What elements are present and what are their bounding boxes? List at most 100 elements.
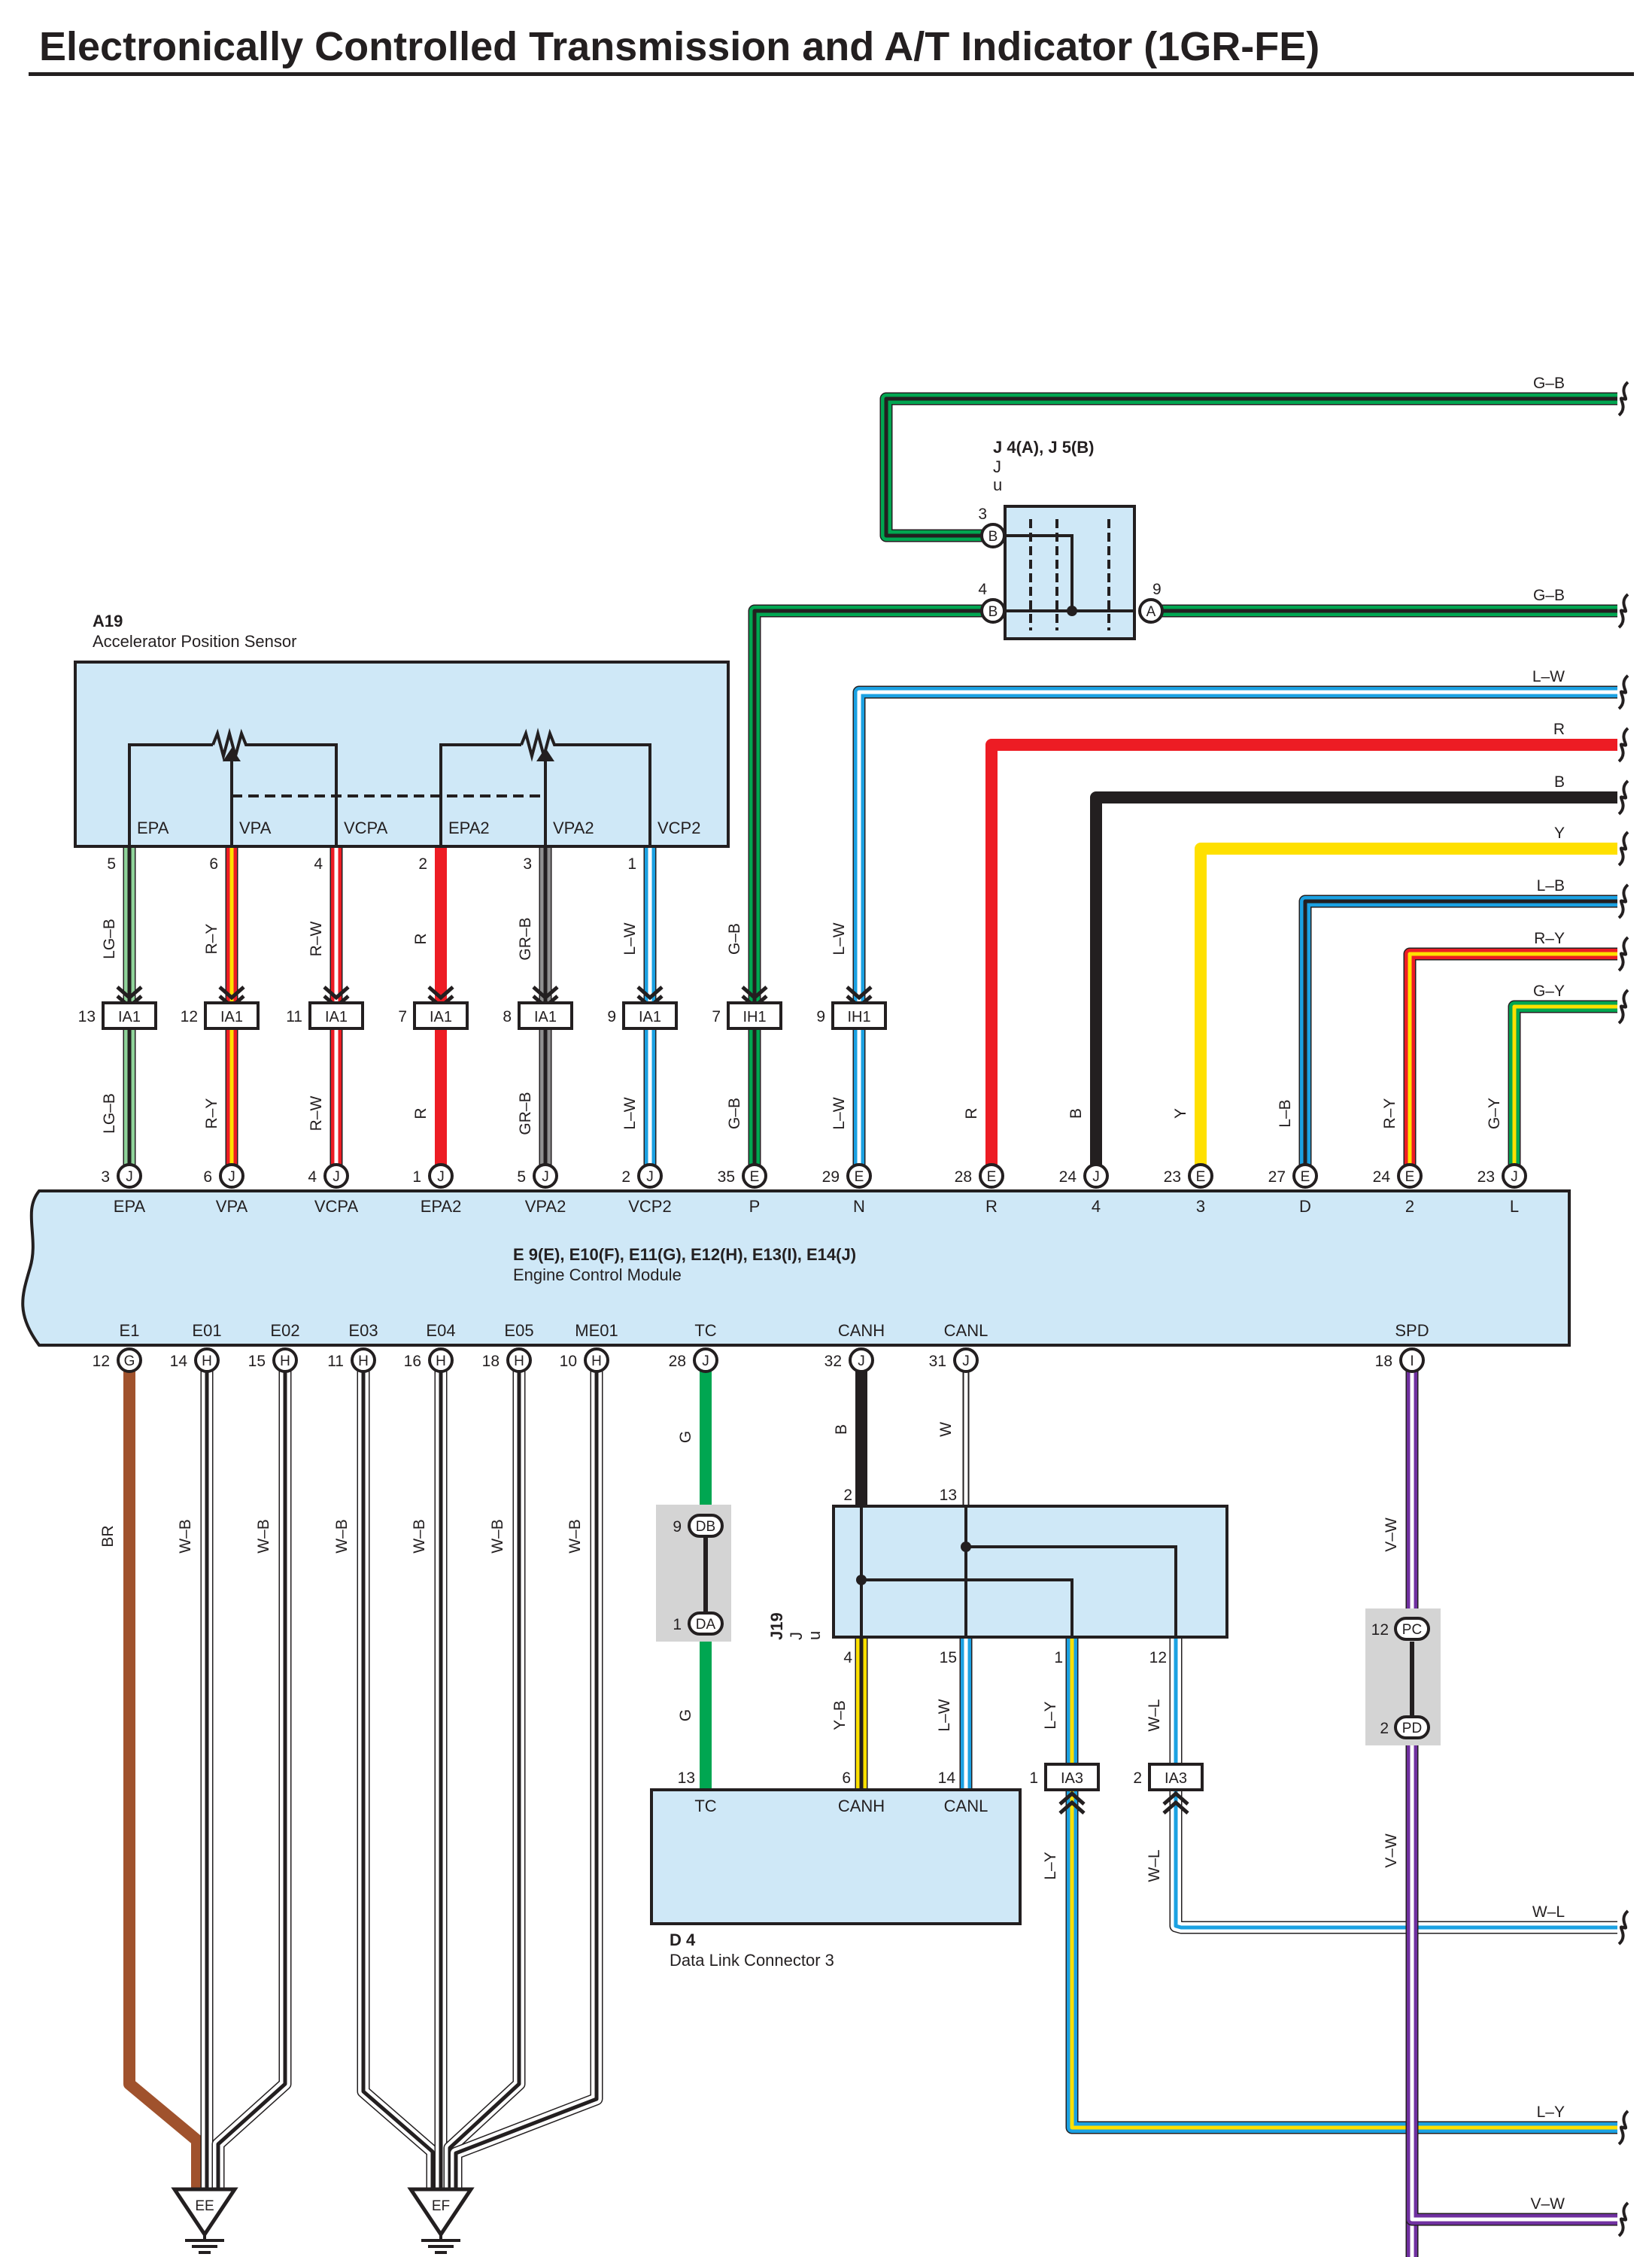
ecm-top-conn-7-letter: E [855,1169,864,1185]
j4j5-code: J 4(A), J 5(B) [993,438,1094,457]
ecm-top-conn-3-letter: J [437,1169,445,1185]
label-layer: EPA5VPA6VCPA4EPA22VPA23VCP21LG–BIA113R–Y… [78,375,1629,2254]
ecm-bottom-label-1: E01 [192,1321,221,1340]
wire-code-ground-0: BR [99,1525,117,1547]
j19-name-line2: u [805,1631,824,1640]
splice-da-letter: DA [696,1617,716,1633]
junction-ia1-2-label: IA1 [325,1009,348,1025]
ecm-top-label-3: EPA2 [421,1197,462,1216]
wire-code-tc-lower: G [677,1709,694,1721]
ecm-bottom-label-10: SPD [1395,1321,1429,1340]
wire-code-lower-4: GR–B [517,1092,534,1135]
ecm-top-label-1: VPA [216,1197,248,1216]
ecm-top-conn-6-letter: E [750,1169,760,1185]
chevron-upper-2-0 [323,986,350,1001]
wire-code-upper-1: R–Y [203,924,220,955]
wire-edge-input-5-stripe [1512,1004,1617,1176]
ecm-top-label-12: 2 [1405,1197,1414,1216]
wire-code-edge-4: B [1554,773,1565,791]
wire-code-edge-5: Y [1554,825,1565,842]
junction-ih1-6-label: IH1 [742,1009,766,1025]
ecm-bottom-conn-10 [1399,1347,1425,1373]
break-mark-0 [1617,381,1629,417]
ecm-bottom-conn-3 [351,1347,376,1373]
a19-pin-num-3: 2 [418,855,427,873]
j19-splice-canl [961,1542,971,1552]
splice-db [688,1514,724,1538]
a19-trace-epa [128,743,213,846]
wire-code-j19-bottom-3: W–L [1146,1699,1163,1731]
wire-edge-input-0 [985,739,1617,1176]
wire-wl-ia3 [1169,1637,1617,1934]
ecm-top-conn-7 [846,1163,872,1189]
wire-lw-edge-to-ih1-stripe [857,690,1617,1016]
junction-ia1-5-label: IA1 [639,1009,661,1025]
j19-internals [856,1506,1177,1637]
wire-gb-j4-to-ih1 [748,604,993,1016]
ecm-bottom-conn-1 [194,1347,220,1373]
ground-ef-label: EF [432,2198,450,2214]
ecm-bottom-label-2: E02 [270,1321,299,1340]
j4j5-name-line1: J [993,457,1001,476]
ground-ef-symbol [421,2234,460,2254]
engine-control-module [21,1189,1571,1347]
ecm-code: E 9(E), E10(F), E11(G), E12(H), E13(I), … [513,1245,856,1264]
junction-ia1-1-label: IA1 [220,1009,243,1025]
ecm-bottom-conn-0-letter: G [124,1353,135,1369]
ecm-top-label-6: P [749,1197,761,1216]
wire-code-lower-3: R [412,1107,430,1119]
ecm-bottom-conn-5 [506,1347,532,1373]
wire-code-lower-10: Y [1172,1108,1189,1119]
j4j5-conn-1-letter: B [988,604,998,620]
j19-bottom-pin-0: 4 [843,1649,852,1666]
wire-code-j19-bottom-1: L–W [936,1699,953,1731]
wire-edge-input-0-main [985,739,1617,1176]
a19-wiper-arrow-2 [536,748,554,761]
splice-pc [1394,1617,1430,1641]
ground-ef-triangle [407,2187,475,2238]
wire-gb-j4-to-ih1-stripe [752,609,993,1016]
a19-pin-num-5: 1 [627,855,636,873]
ecm-bottom-conn-5-letter: H [514,1353,524,1369]
ecm-bottom-num-7: 28 [669,1353,686,1370]
a19-code: A19 [93,612,123,630]
chevron-upper-5-0 [636,986,664,1001]
wire-edge-input-2-main [1195,843,1617,1176]
a19-pin-label-vpa2: VPA2 [553,819,594,837]
ecm-bottom-conn-4 [428,1347,454,1373]
ecm-bottom-label-0: E1 [120,1321,140,1340]
ia3-pin-1: 2 [1133,1769,1142,1787]
ecm-top-num-12: 24 [1373,1168,1391,1186]
break-mark-5 [1617,831,1629,867]
ecm-top-label-4: VPA2 [525,1197,566,1216]
junction-ia1-4 [518,1001,573,1030]
ecm-bottom-label-9: CANL [944,1321,988,1340]
ecm-top-conn-1 [219,1163,244,1189]
junction-connector-j4-j5 [1004,505,1136,640]
wire-code-upper-4: GR–B [517,917,534,960]
ecm-top-num-6: 35 [718,1168,735,1186]
junction-pin-4: 8 [503,1008,512,1025]
ecm-bottom-conn-9-letter: J [962,1353,970,1369]
component-layer: A19 Accelerator Position Sensor J 4(A), … [21,438,1571,1970]
ecm-top-label-8: R [985,1197,998,1216]
ecm-top-conn-8-letter: E [987,1169,997,1185]
d4-pin-num-2: 14 [938,1769,956,1787]
wire-code-edge-10: L–Y [1537,2104,1565,2121]
ground-ee-triangle [171,2187,238,2238]
chevron-upper-3-0 [427,986,454,1001]
ecm-top-label-2: VCPA [314,1197,359,1216]
wire-code-ground-3: W–B [333,1519,351,1554]
splice-pc-letter: PC [1402,1622,1422,1638]
a19-pin-num-0: 5 [107,855,116,873]
j4j5-num-1: 4 [978,581,987,598]
d4-pin-label-0: TC [694,1797,716,1815]
junction-ih1-6 [727,1001,782,1030]
junction-pin-1: 12 [181,1008,198,1025]
wire-code-lower-8: R [963,1107,980,1119]
j4j5-internals [1005,519,1134,630]
junction-pin-3: 7 [398,1008,407,1025]
break-mark-10 [1617,2110,1629,2146]
wire-code-spd-upper: V–W [1383,1517,1400,1552]
d4-pin-label-2: CANL [944,1797,988,1815]
